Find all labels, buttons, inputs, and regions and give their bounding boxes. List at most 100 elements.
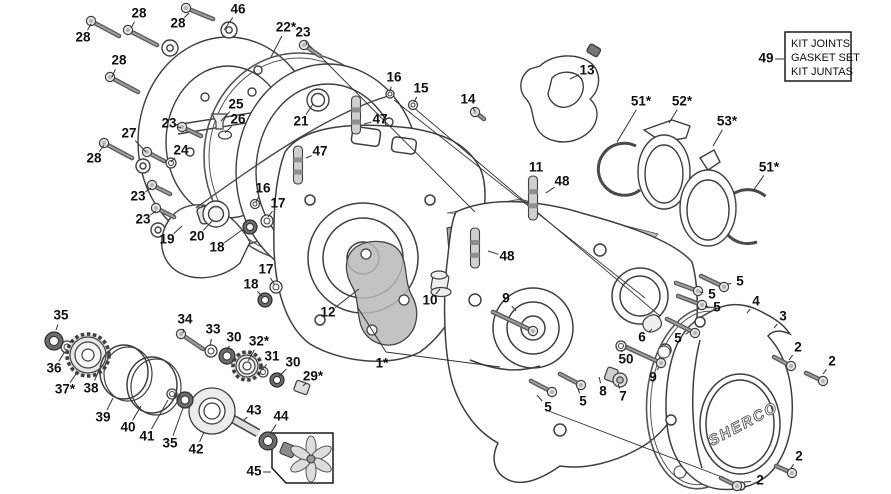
leader-line <box>511 305 517 312</box>
leader-line <box>145 187 152 193</box>
callout-label: 35 <box>162 436 178 451</box>
callout-label: 23 <box>161 116 177 131</box>
bearing <box>242 219 258 235</box>
callout-label: 42 <box>188 442 203 457</box>
callout-label: 8 <box>599 384 607 399</box>
stud <box>469 227 481 269</box>
callout-label: 5 <box>674 331 682 346</box>
callout-label: 27 <box>121 126 136 141</box>
leader-line <box>648 328 653 333</box>
callout-label: 23 <box>130 189 146 204</box>
callout-label: 5 <box>708 287 716 302</box>
leader-line <box>199 431 205 442</box>
callout-label: 24 <box>173 143 189 158</box>
callout-label: 9 <box>502 291 510 306</box>
bolt <box>85 15 122 39</box>
callout-label: 13 <box>579 63 595 78</box>
bolt <box>773 463 798 479</box>
bearing <box>269 372 285 388</box>
bolt <box>176 121 204 139</box>
callout-label: 9 <box>649 370 657 385</box>
leader-line <box>545 186 555 194</box>
bolt <box>180 2 216 22</box>
callout-label: 17 <box>270 196 285 211</box>
bolt <box>528 378 558 398</box>
leader-line <box>435 288 441 295</box>
water-pump-box <box>271 432 334 484</box>
callout-label: 35 <box>53 308 69 323</box>
leader-line <box>94 369 100 381</box>
callout-label: 10 <box>422 293 437 308</box>
snap-ring <box>99 344 153 402</box>
callout-label: 21 <box>293 114 309 129</box>
leader-line <box>620 349 623 353</box>
leader-line <box>257 291 263 297</box>
leader-line <box>727 282 732 285</box>
bolt <box>469 106 487 122</box>
callout-label: 16 <box>255 181 271 196</box>
leader-line <box>242 416 248 422</box>
callout-label: 17 <box>258 262 273 277</box>
bearing <box>44 331 64 351</box>
callout-label: 23 <box>295 25 311 40</box>
callout-label: 34 <box>177 312 193 327</box>
leader-line <box>305 155 312 159</box>
lever <box>642 314 663 333</box>
callout-label: 48 <box>554 174 570 189</box>
callout-label: 5 <box>736 274 744 289</box>
washer-ring <box>615 340 627 352</box>
callout-label: 50 <box>618 352 633 367</box>
leader-line <box>270 35 283 58</box>
bearing <box>176 391 194 409</box>
leader-line <box>656 366 660 371</box>
leader-line <box>704 305 709 308</box>
impeller-hub <box>306 454 316 464</box>
leader-line <box>223 17 234 31</box>
callout-label: 5 <box>579 394 587 409</box>
callout-label: 39 <box>95 410 110 425</box>
callout-label: 5 <box>544 400 552 415</box>
leader-line <box>182 328 185 334</box>
leader-line <box>302 382 307 387</box>
breather-pipe <box>195 94 393 209</box>
callout-label: 52* <box>672 94 693 109</box>
bolt <box>98 137 135 161</box>
leader-line <box>752 175 765 192</box>
bolt <box>490 309 539 337</box>
leader-line <box>58 352 65 362</box>
callout-label: 16 <box>386 70 402 85</box>
bearing <box>258 431 278 451</box>
callout-label: 30 <box>285 355 300 370</box>
bolt <box>664 316 701 339</box>
leader-line <box>209 338 212 347</box>
leader-line <box>224 126 232 134</box>
callout-label: 2 <box>795 449 803 464</box>
leader-line <box>87 23 92 31</box>
washer-ring <box>269 280 283 294</box>
callout-label: 12 <box>320 305 335 320</box>
gear <box>231 350 263 382</box>
bolt <box>675 293 708 311</box>
callout-label: 53* <box>717 114 738 129</box>
leader-line <box>305 41 308 46</box>
leader-line <box>177 126 182 129</box>
washer-ring <box>407 99 419 111</box>
leader-line <box>788 354 793 361</box>
callout-label: 28 <box>86 151 102 166</box>
callout-label: 2 <box>828 354 836 369</box>
callout-label: 2 <box>756 473 764 488</box>
callout-label: 20 <box>189 229 204 244</box>
gear <box>65 332 111 378</box>
callout-label: 45 <box>246 464 262 479</box>
callout-label: 6 <box>638 330 646 345</box>
leader-line <box>334 288 360 308</box>
leader-line <box>224 229 243 244</box>
leader-line <box>685 331 690 335</box>
leader-line <box>269 424 277 435</box>
leader-line <box>226 345 230 351</box>
